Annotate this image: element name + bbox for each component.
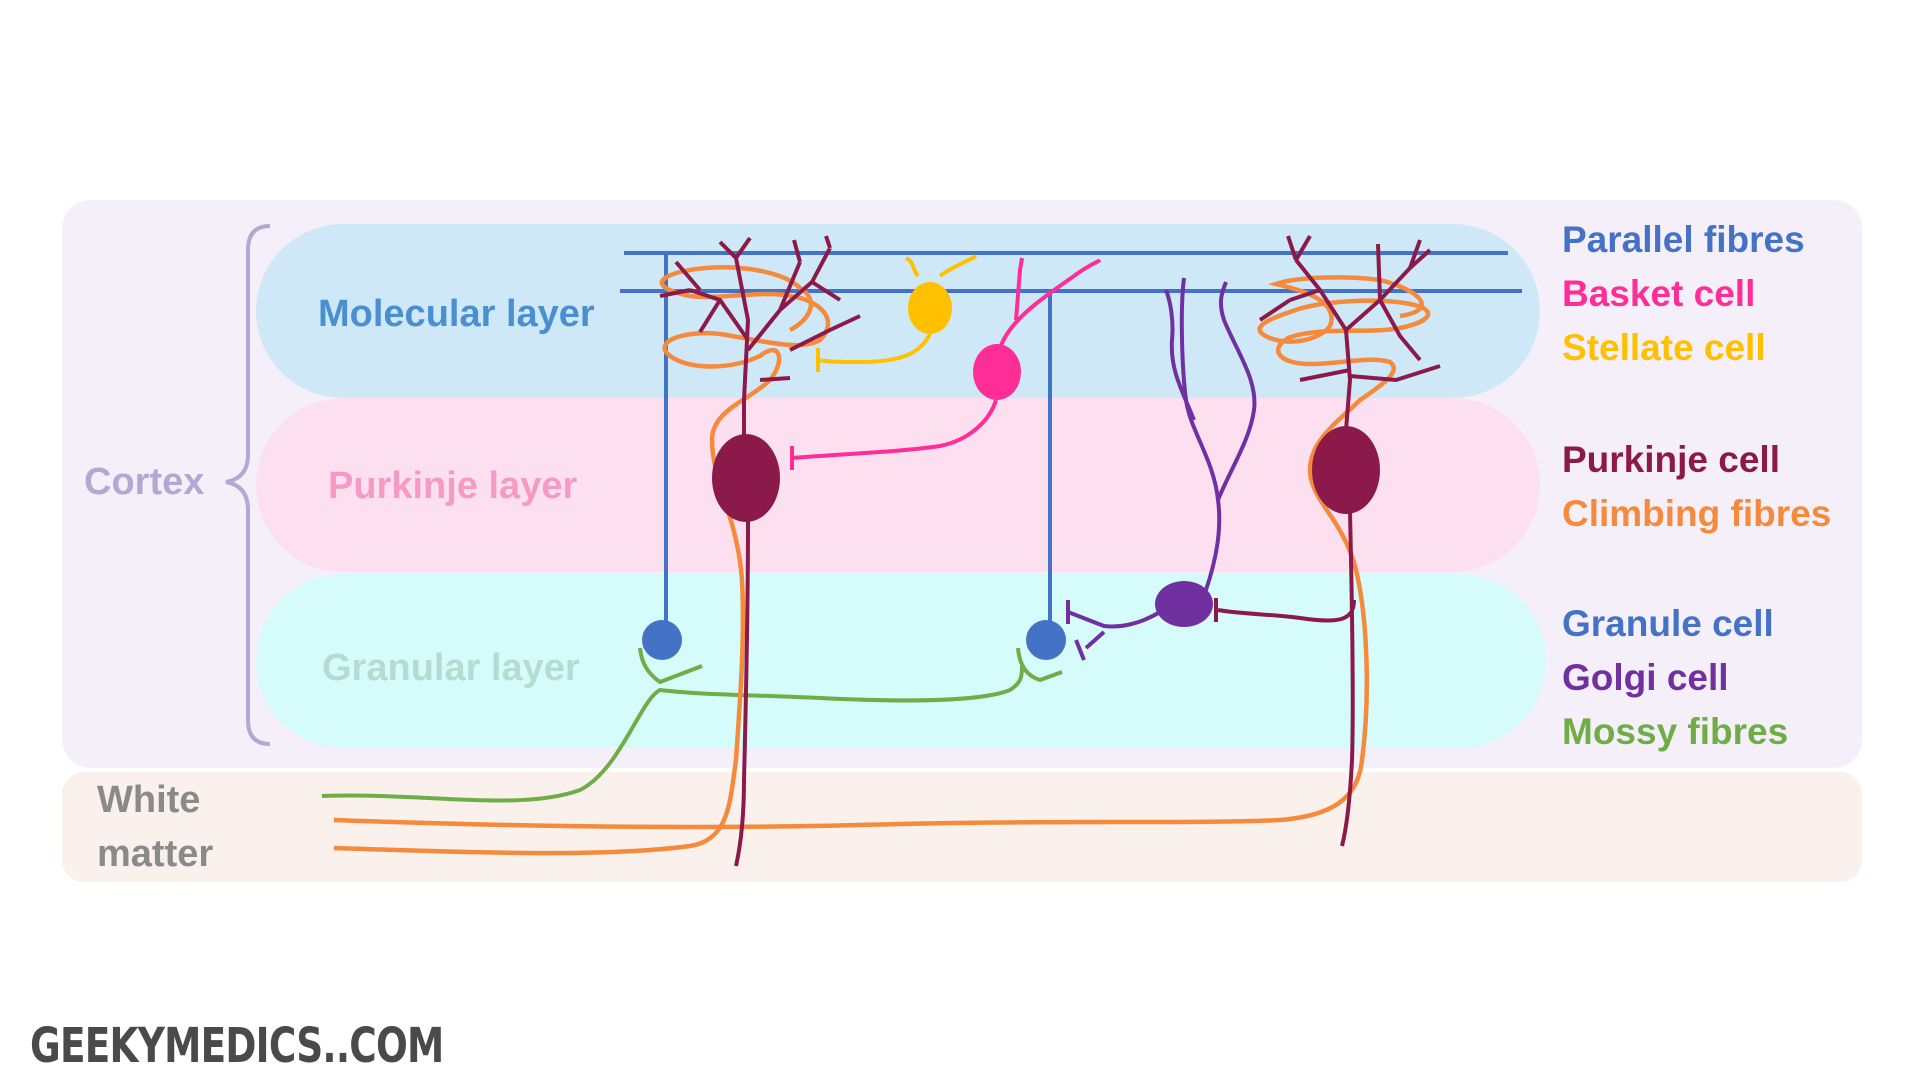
purkinje-soma-left (712, 434, 780, 522)
site-watermark: GEEKYMEDICS..COM (30, 1018, 444, 1074)
mossy-fibre-main (321, 665, 1024, 803)
granular-layer-band (256, 574, 1546, 748)
mossy-rosette-left (638, 647, 703, 685)
legend-granule-cell: Granule cell (1562, 603, 1774, 644)
stellate-cell-fibres (816, 254, 978, 372)
purkinje-soma-right (1312, 426, 1380, 514)
stellate-dendrites (904, 254, 978, 278)
purkinje-dendrite-left (659, 235, 861, 440)
granule-cell-soma-right (1026, 620, 1066, 660)
purkinje-dendrite-right (1258, 234, 1441, 431)
white-matter-region (62, 772, 1862, 882)
golgi-cell-soma (1155, 581, 1213, 627)
molecular-layer-band (256, 224, 1540, 398)
basket-dendrites (998, 257, 1102, 349)
granule-cell-soma-left (642, 620, 682, 660)
basket-axon (790, 399, 998, 470)
legend-basket-cell: Basket cell (1562, 273, 1755, 314)
legend-golgi-cell: Golgi cell (1562, 657, 1729, 698)
stellate-cell-soma (908, 282, 952, 334)
golgi-cell-fibres (1066, 277, 1257, 661)
granular-layer-label: Granular layer (322, 647, 580, 689)
legend-stellate-cell: Stellate cell (1562, 327, 1766, 368)
climbing-fibre-left (333, 265, 831, 856)
purkinje-layer-label: Purkinje layer (328, 465, 577, 507)
parallel-fibres (620, 251, 1522, 624)
climbing-fibres (333, 265, 1431, 856)
purkinje-cells (659, 234, 1441, 867)
golgi-axon (1066, 600, 1162, 661)
climbing-fibre-right (333, 275, 1431, 830)
stellate-axon (816, 333, 932, 372)
legend-parallel-fibres: Parallel fibres (1562, 219, 1805, 260)
legend-mossy-fibres: Mossy fibres (1562, 711, 1788, 752)
mossy-rosette-right (1016, 647, 1063, 683)
legend-purkinje-cell: Purkinje cell (1562, 439, 1780, 480)
mossy-fibres (321, 647, 1063, 803)
legend-climbing-fibres: Climbing fibres (1562, 493, 1831, 534)
golgi-dendrites (1164, 277, 1257, 591)
purkinje-collateral-to-golgi (1214, 598, 1356, 623)
white-matter-label-line2: matter (97, 833, 213, 875)
molecular-layer-label: Molecular layer (318, 293, 595, 335)
purkinje-axon-right (1340, 511, 1355, 847)
purkinje-axon-left (734, 519, 750, 867)
white-matter-label-line1: White (97, 779, 200, 821)
basket-cell-soma (973, 344, 1021, 400)
cortex-label: Cortex (84, 461, 204, 503)
basket-cell-fibres (790, 257, 1102, 470)
cortex-brace (225, 224, 271, 746)
